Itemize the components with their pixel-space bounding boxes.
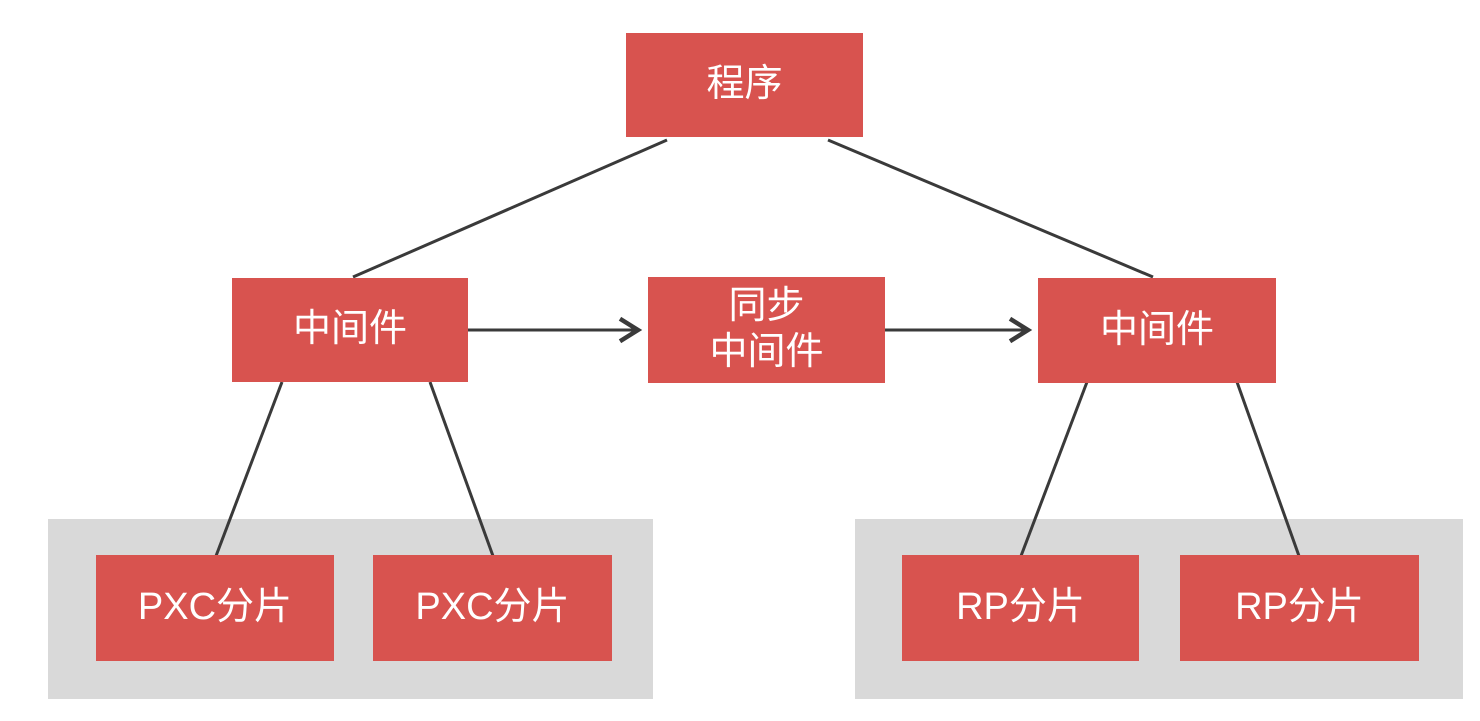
node-program: 程序 [626, 33, 863, 137]
edge-program-to-left-middleware [352, 138, 668, 279]
node-sync-middleware: 同步 中间件 [648, 277, 885, 383]
edge-program-to-right-middleware [827, 138, 1154, 279]
node-middleware-left: 中间件 [232, 278, 468, 382]
node-pxc-shard-1: PXC分片 [96, 555, 334, 661]
node-middleware-right: 中间件 [1038, 278, 1276, 383]
node-pxc-shard-2: PXC分片 [373, 555, 612, 661]
node-rp-shard-2: RP分片 [1180, 555, 1419, 661]
node-rp-shard-1: RP分片 [902, 555, 1139, 661]
